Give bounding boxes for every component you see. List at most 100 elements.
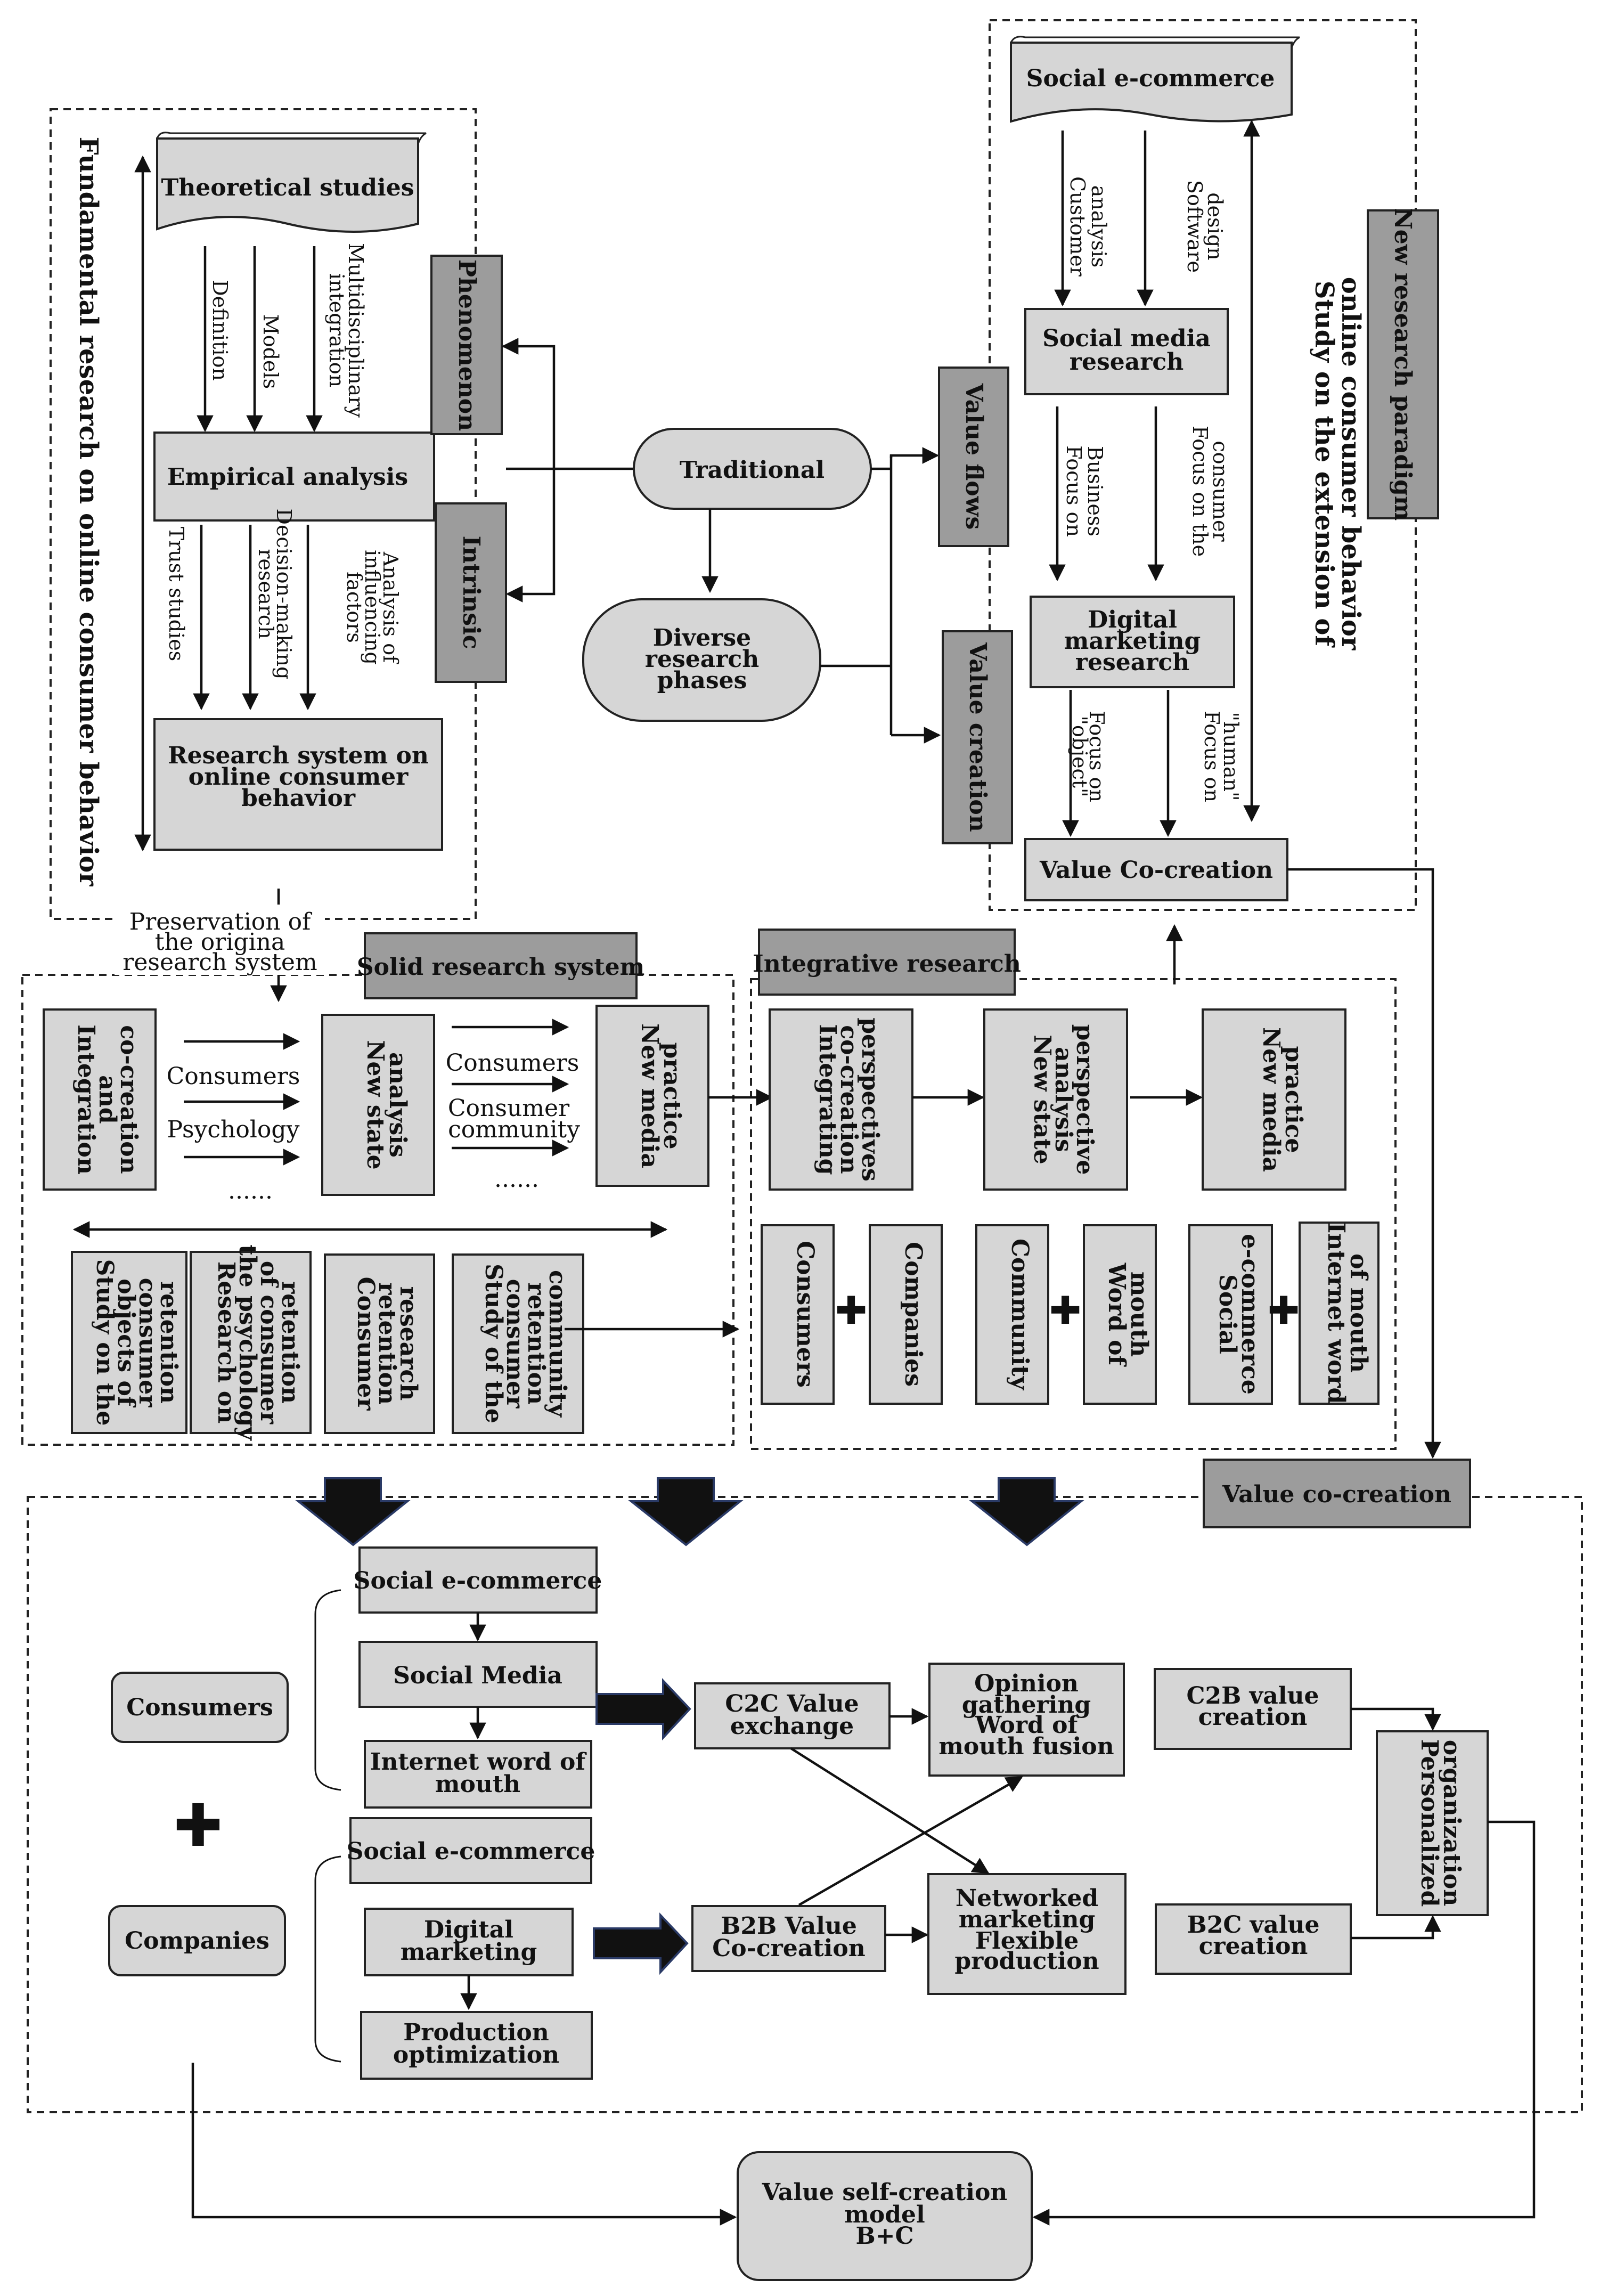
traditional-label: Traditional <box>680 457 825 484</box>
edge-consumers-2: Consumers <box>446 1049 579 1077</box>
theoretical-studies-box <box>156 137 419 233</box>
plus-icon: ✚ <box>835 1288 867 1333</box>
edge-dots-2: ...... <box>494 1166 539 1193</box>
new-media-practice-label: New mediapractice <box>636 1023 685 1168</box>
study-community-box <box>452 1253 584 1434</box>
networked-marketing-box <box>927 1873 1127 1995</box>
integrative-research-label: Integrative research <box>753 950 1021 978</box>
integrating-perspectives-box <box>769 1008 913 1191</box>
plus-icon: ✚ <box>1049 1288 1081 1333</box>
research-system-box <box>153 718 443 851</box>
new-research-paradigm-box <box>1367 209 1439 519</box>
personalized-organization-label: Personalizedorganization <box>1416 1739 1465 1907</box>
new-state-perspective-box <box>983 1008 1128 1191</box>
social-ecommerce-label: Social e-commerce <box>1026 65 1275 92</box>
social-media-label: Social Media <box>393 1662 562 1689</box>
consumer-retention-box <box>324 1253 435 1434</box>
value-cocreation-tag <box>1203 1459 1471 1528</box>
value-flows-label: Value flows <box>960 383 987 530</box>
region-value-cocreation <box>27 1496 1583 2113</box>
new-media-practice-box <box>595 1005 709 1187</box>
study-community-label: Study of theconsumerretentioncommunity <box>480 1264 571 1423</box>
region-integrative-research <box>750 978 1397 1450</box>
social-ecommerce-banner <box>1010 42 1293 123</box>
social-ecommerce-bottom-2-label: Social e-commerce <box>347 1838 595 1865</box>
new-media-practice-right-label: New mediapractice <box>1258 1027 1307 1172</box>
fundamental-research-title: Fundamental research on online consumer … <box>74 137 103 887</box>
study-extension-title: Study on the extension ofonline consumer… <box>1309 277 1366 650</box>
new-state-perspective-label: New stateanalysisperspective <box>1029 1024 1098 1175</box>
right-arrow-icon <box>595 1678 691 1741</box>
social-ecommerce-bottom-2-box <box>349 1817 592 1884</box>
word-of-mouth-label: Word ofmouth <box>1103 1263 1153 1367</box>
consumer-retention-label: Consumerretentionresearch <box>352 1277 422 1411</box>
companies-label: Companies <box>900 1242 927 1387</box>
study-objects-box <box>71 1251 187 1434</box>
integration-cocreation-label: Integrationandco-creation <box>72 1024 142 1175</box>
down-arrow-icon <box>628 1477 744 1546</box>
social-ecommerce-bottom-1-label: Social e-commerce <box>354 1567 602 1594</box>
edge-models: Models <box>259 314 282 389</box>
research-psychology-box <box>190 1251 312 1434</box>
new-state-analysis-label: New stateanalysis <box>362 1040 411 1169</box>
production-optimization-box <box>360 2011 593 2080</box>
companies-bottom-box <box>108 1905 286 1976</box>
plus-icon: ✚ <box>1268 1288 1300 1333</box>
right-arrow-icon <box>593 1912 689 1975</box>
social-media-research-box <box>1024 308 1229 395</box>
region-solid-research <box>21 974 734 1446</box>
value-creation-box <box>942 630 1013 844</box>
integration-cocreation-box <box>43 1008 157 1191</box>
social-media-box <box>358 1641 598 1708</box>
edge-decision-making: Decision-makingresearch <box>254 509 296 680</box>
value-creation-label: Value creation <box>964 642 991 832</box>
empirical-analysis-label: Empirical analysis <box>167 463 408 491</box>
edge-focus-object: Focus on"object" <box>1068 711 1108 802</box>
edge-focus-human: Focus on"human" <box>1200 711 1243 802</box>
diverse-research-box <box>582 598 821 722</box>
internet-word-of-mouth-box <box>1299 1222 1380 1405</box>
edge-customer-analysis: Customeranalysis <box>1066 176 1111 277</box>
new-media-practice-right-box <box>1202 1008 1346 1191</box>
value-cocreation-top-box <box>1024 838 1288 901</box>
edge-software-design: Softwaredesign <box>1183 180 1227 273</box>
c2b-box <box>1154 1668 1352 1750</box>
edge-psychology: Psychology <box>167 1116 300 1143</box>
down-arrow-icon <box>969 1477 1084 1546</box>
phenomenon-box <box>430 255 503 435</box>
digital-marketing-research-box <box>1030 596 1235 688</box>
solid-research-system-label: Solid research system <box>357 954 644 981</box>
edge-dots-1: ...... <box>228 1177 273 1204</box>
empirical-analysis-box <box>153 431 435 522</box>
companies-bottom-label: Companies <box>125 1927 270 1955</box>
internet-word-of-mouth-label: Internet wordof mouth <box>1323 1223 1372 1404</box>
digital-marketing-bottom-box <box>364 1908 574 1976</box>
edge-trust-studies: Trust studies <box>165 527 188 662</box>
consumers-bottom-box <box>111 1672 289 1743</box>
intrinsic-label: Intrinsic <box>458 535 485 649</box>
integrative-research-tag <box>758 929 1016 996</box>
edge-multidisciplinary: Multidisciplinaryintegration <box>325 243 368 418</box>
down-arrow-icon <box>295 1477 411 1546</box>
theoretical-studies-label: Theoretical studies <box>161 174 414 201</box>
plus-icon: ✚ <box>174 1792 223 1860</box>
study-objects-label: Study on theobjects ofconsumerretention <box>91 1259 182 1426</box>
phenomenon-label: Phenomenon <box>453 259 480 431</box>
social-ecommerce-bottom-1-box <box>358 1546 598 1614</box>
consumers-bottom-label: Consumers <box>126 1694 273 1721</box>
edge-focus-consumer: Focus on theconsumer <box>1188 426 1232 557</box>
opinion-gathering-box <box>928 1663 1125 1777</box>
solid-research-system-tag <box>364 932 638 999</box>
